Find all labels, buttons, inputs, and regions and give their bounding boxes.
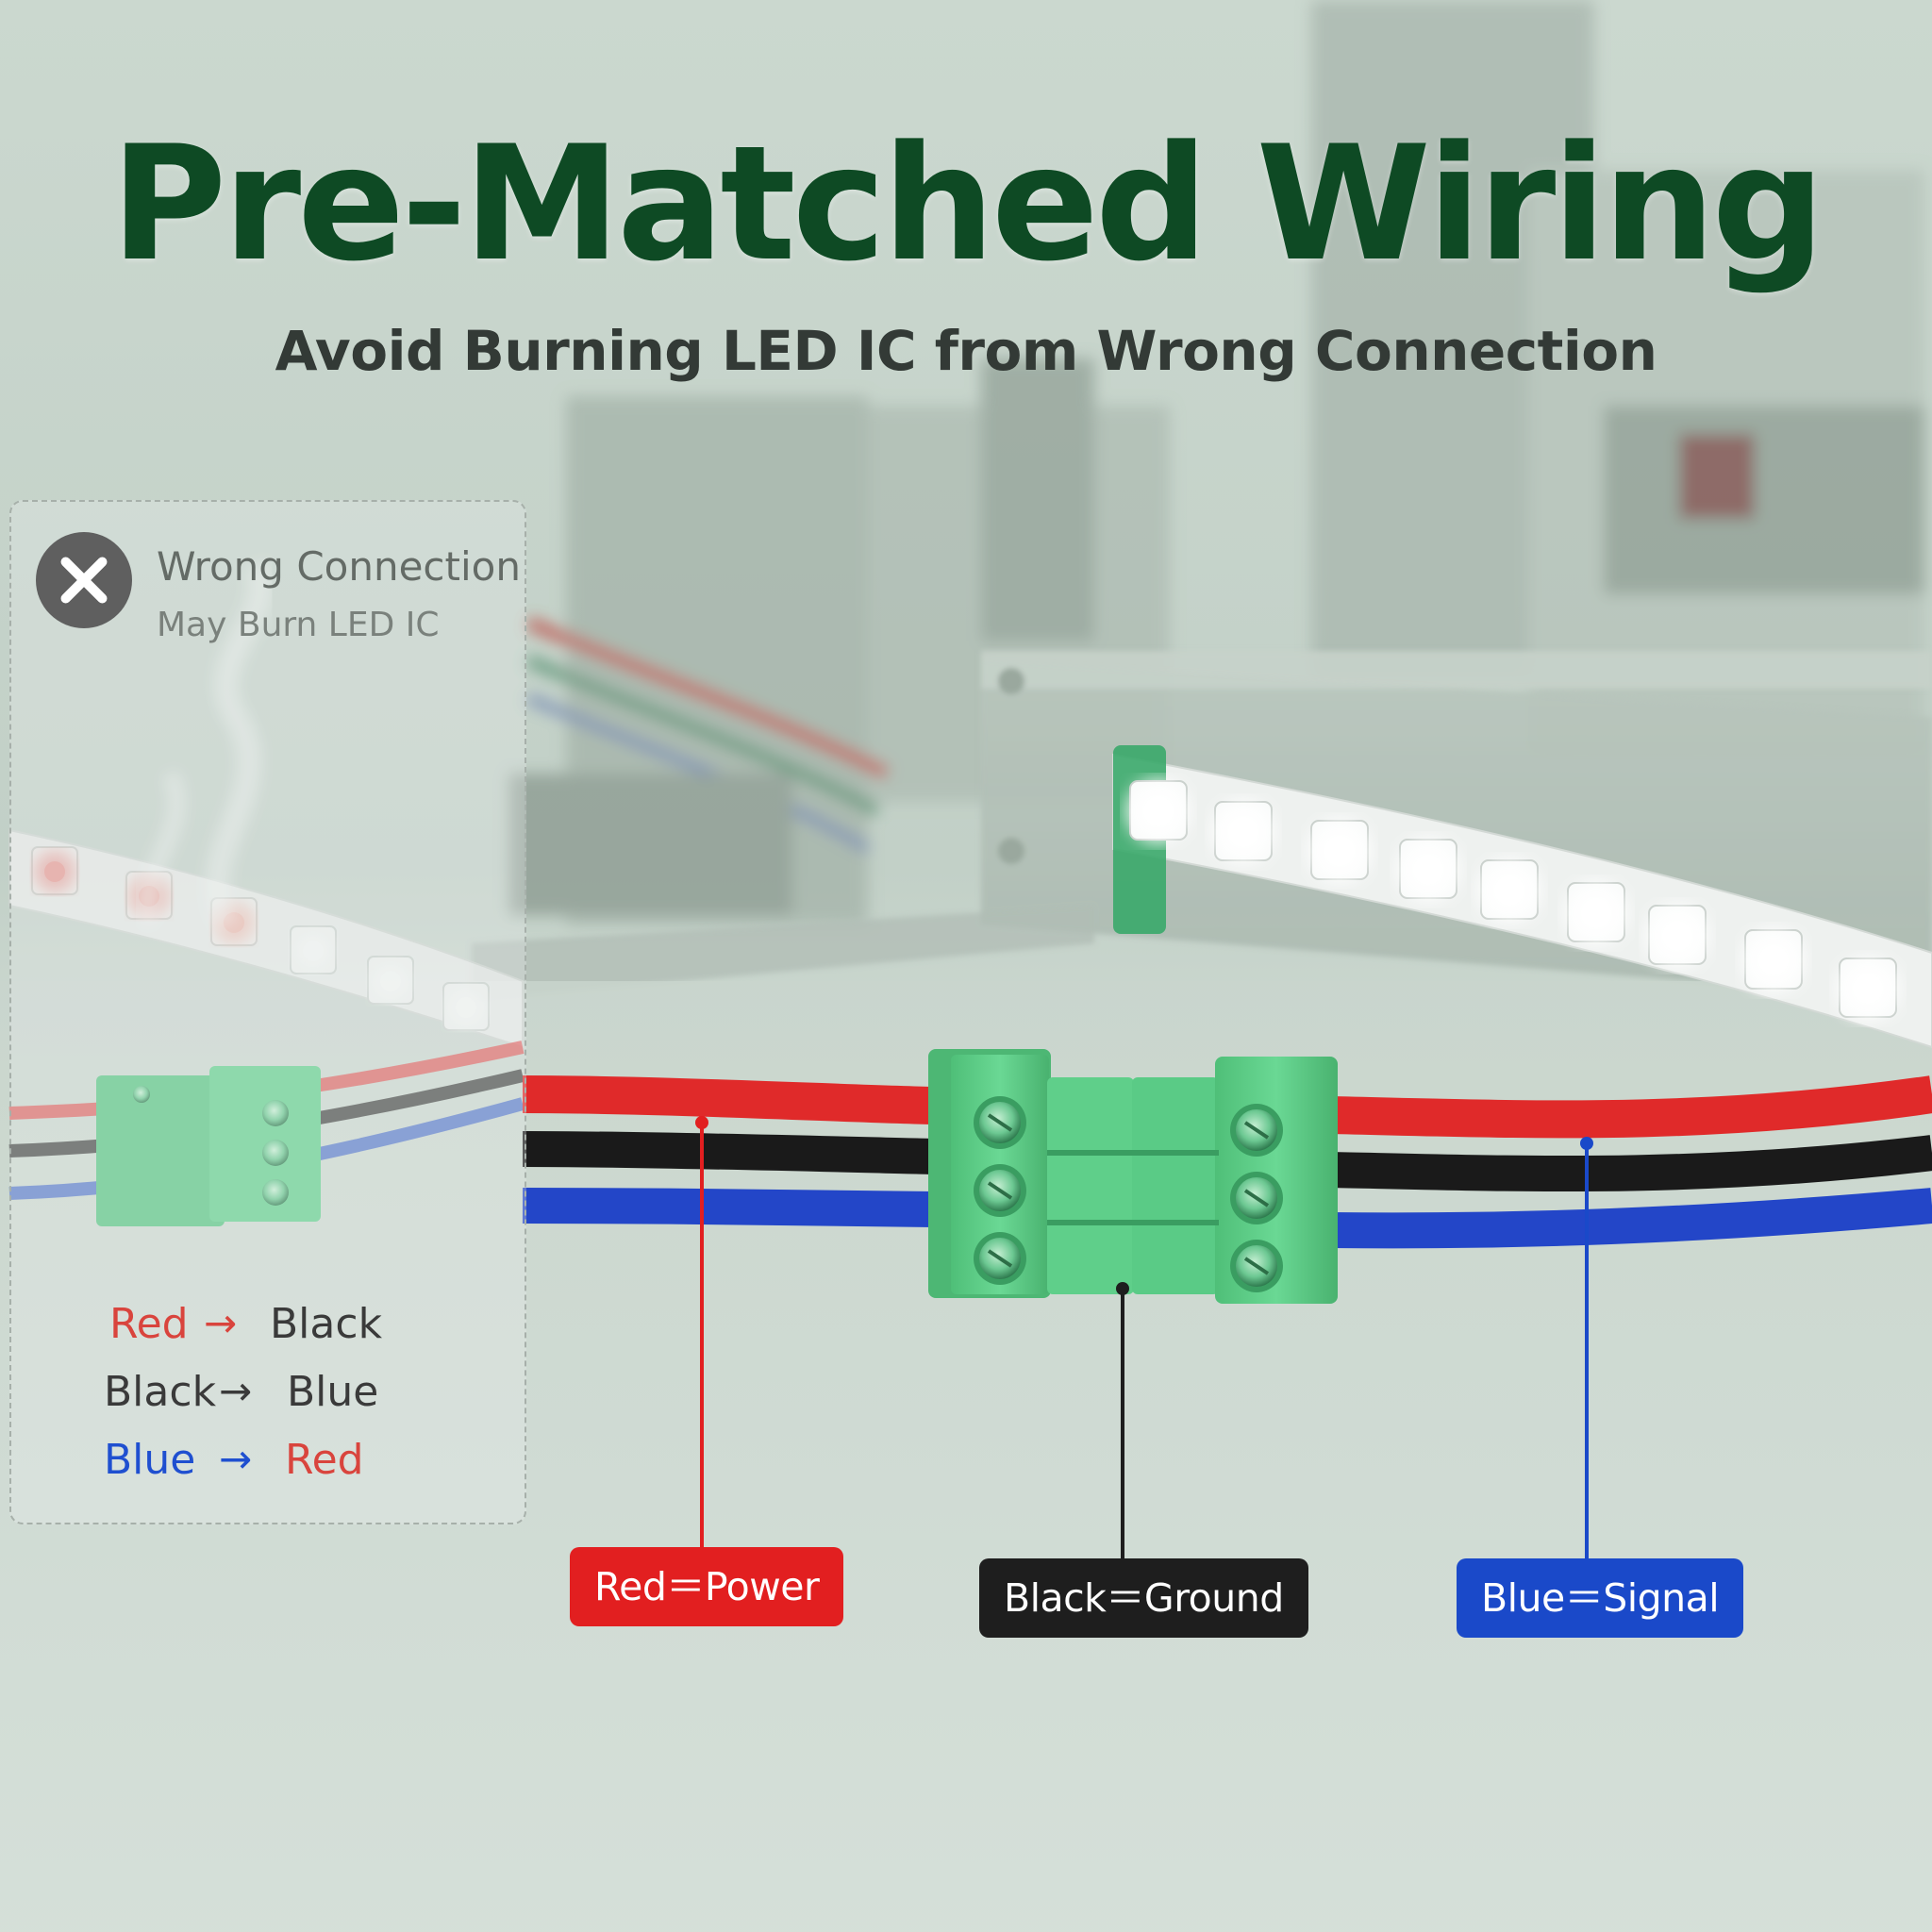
mapping-to: Black: [270, 1300, 383, 1348]
arrow-right-icon: →: [219, 1436, 253, 1482]
screw-icon: [974, 1096, 1026, 1149]
legend-signal-tag: Blue＝Signal: [1457, 1558, 1744, 1638]
led-strip-left: [8, 559, 524, 1049]
mapping-to: Blue: [287, 1368, 379, 1416]
page-subtitle: Avoid Burning LED IC from Wrong Connecti…: [275, 319, 1657, 383]
mapping-from: Black: [104, 1368, 217, 1416]
screw-icon: [1230, 1172, 1283, 1224]
main-wires: [522, 1075, 1932, 1249]
wrong-panel-connector: [8, 1041, 525, 1226]
led-chip: [1645, 904, 1709, 968]
wrong-connection-subtitle: May Burn LED IC: [157, 606, 440, 644]
wrong-connection-title: Wrong Connection: [157, 543, 521, 590]
led-chip: [1126, 779, 1191, 843]
led-chip: [1564, 881, 1628, 945]
screw-icon: [1230, 1104, 1283, 1157]
mapping-to: Red: [285, 1436, 364, 1484]
led-chip: [1307, 819, 1372, 883]
led-chip: [1477, 858, 1541, 923]
center-connector: [928, 1049, 1338, 1304]
mapping-from: Blue: [104, 1436, 196, 1484]
leader-lines: [695, 1116, 1593, 1558]
led-chip: [367, 956, 414, 1005]
led-chip: [290, 925, 337, 974]
mapping-from: Red: [109, 1300, 189, 1348]
page-title: Pre-Matched Wiring: [110, 111, 1825, 296]
arrow-right-icon: →: [204, 1300, 238, 1346]
led-chip: [31, 846, 78, 895]
led-strip-right: [1112, 745, 1932, 1049]
legend-ground-tag: Black＝Ground: [979, 1558, 1308, 1638]
led-chip: [442, 982, 490, 1031]
wrong-connection-panel: Wrong Connection May Burn LED IC Red → B…: [9, 500, 526, 1524]
close-icon: [36, 532, 132, 628]
screw-icon: [1230, 1240, 1283, 1292]
led-chip: [1836, 957, 1900, 1021]
legend-power-tag: Red＝Power: [570, 1547, 844, 1626]
arrow-right-icon: →: [219, 1368, 253, 1414]
led-chip: [1211, 800, 1275, 864]
led-chip: [1741, 928, 1806, 992]
led-chip: [1396, 838, 1460, 902]
screw-icon: [974, 1164, 1026, 1217]
screw-icon: [974, 1232, 1026, 1285]
